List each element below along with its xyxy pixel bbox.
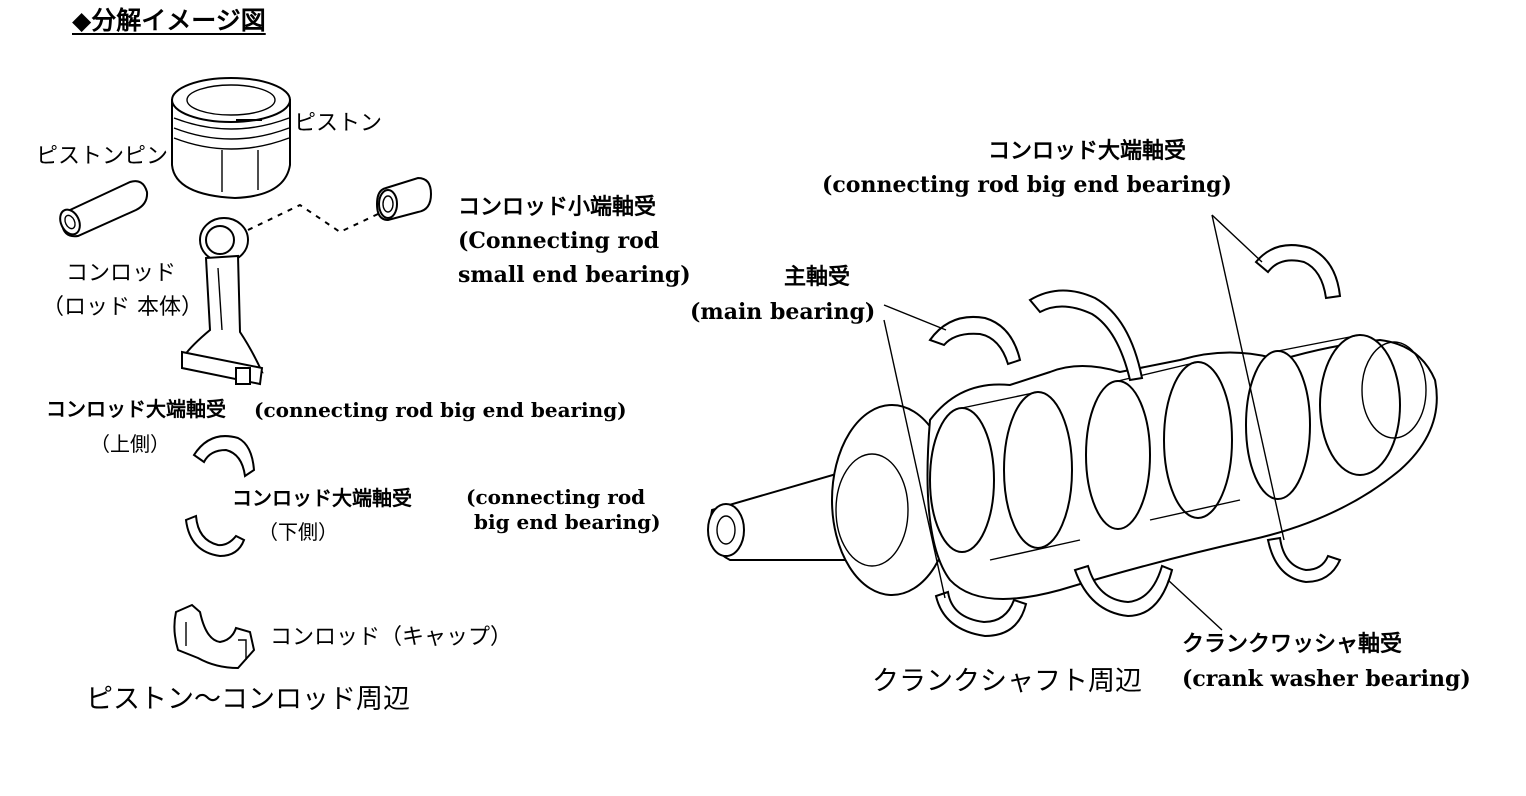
lower-big-end-bearing-drawing bbox=[184, 514, 246, 558]
big-end-bearing-lower-jp-label: コンロッド大端軸受 bbox=[232, 486, 412, 510]
conrod-cap-drawing bbox=[173, 603, 256, 670]
big-end-bearing-lower-en-label-2: big end bearing) bbox=[474, 510, 661, 534]
lower-side-label: （下側） bbox=[258, 520, 338, 544]
conrod-cap-label: コンロッド（キャップ） bbox=[270, 625, 513, 650]
small-end-bearing-jp-label: コンロッド小端軸受 bbox=[458, 194, 657, 220]
piston-drawing bbox=[171, 77, 291, 200]
piston-pin-label: ピストンピン bbox=[36, 144, 169, 169]
upper-big-end-bearing-drawing bbox=[192, 435, 256, 478]
crankshaft-caption: クランクシャフト周辺 bbox=[872, 666, 1142, 697]
big-end-bearing-drawings-right bbox=[1254, 244, 1342, 584]
big-end-bearing-lower-en-label-1: (connecting rod bbox=[466, 485, 646, 509]
main-bearing-jp-label: 主軸受 bbox=[784, 264, 851, 290]
piston-conrod-caption: ピストン～コンロッド周辺 bbox=[86, 684, 410, 715]
crankshaft-drawing bbox=[707, 334, 1438, 600]
page-title: ◆分解イメージ図 bbox=[72, 6, 266, 35]
conrod-label-1: コンロッド bbox=[66, 261, 177, 286]
small-end-bearing-drawing bbox=[247, 176, 433, 234]
small-end-bearing-en-label-2: small end bearing) bbox=[458, 262, 691, 288]
big-end-bearing-en-label-right: (connecting rod big end bearing) bbox=[822, 172, 1232, 198]
small-end-bearing-en-label-1: (Connecting rod bbox=[458, 228, 660, 254]
conrod-drawing bbox=[181, 217, 264, 386]
main-bearing-drawings bbox=[928, 289, 1174, 638]
crank-washer-bearing-en-label: (crank washer bearing) bbox=[1182, 666, 1471, 692]
big-end-bearing-upper-en-label: (connecting rod big end bearing) bbox=[254, 398, 627, 422]
piston-label: ピストン bbox=[294, 111, 383, 136]
big-end-bearing-jp-label-right: コンロッド大端軸受 bbox=[988, 138, 1187, 164]
upper-side-label: （上側） bbox=[90, 432, 170, 456]
big-end-bearing-upper-jp-label: コンロッド大端軸受 bbox=[46, 397, 226, 421]
crank-washer-bearing-jp-label: クランクワッシャ軸受 bbox=[1182, 631, 1403, 657]
piston-pin-drawing bbox=[59, 180, 149, 238]
main-bearing-en-label: (main bearing) bbox=[690, 299, 876, 325]
conrod-label-2: （ロッド 本体） bbox=[42, 295, 203, 320]
leader-lines bbox=[883, 214, 1285, 631]
